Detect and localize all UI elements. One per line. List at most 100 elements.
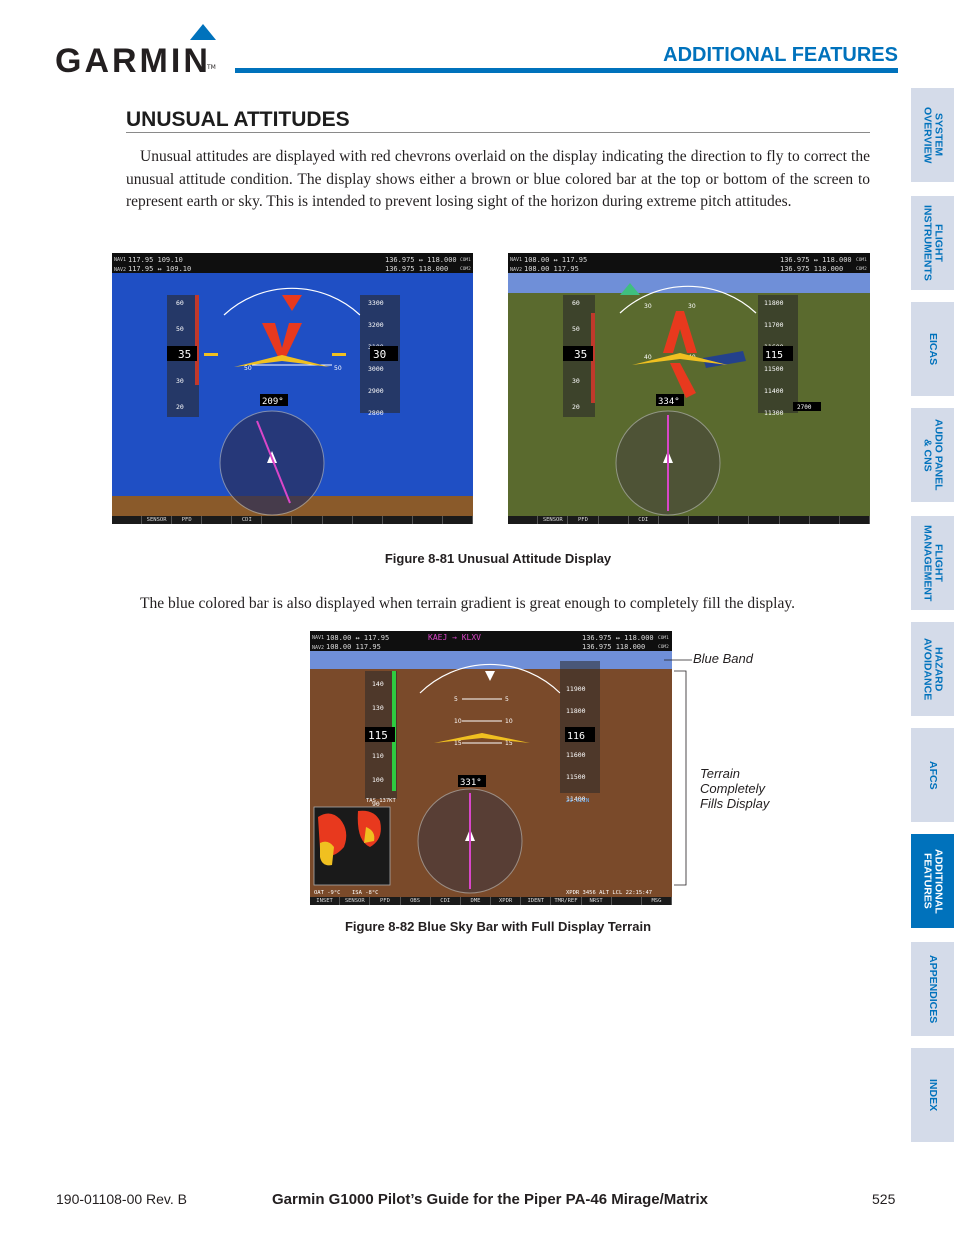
softkey[interactable]: IDENT xyxy=(521,897,552,905)
softkey[interactable]: SENSOR xyxy=(142,516,173,524)
softkey[interactable] xyxy=(202,516,233,524)
softkey[interactable]: SENSOR xyxy=(340,897,371,905)
pitch-label: 5 xyxy=(505,696,509,703)
com1-label: COM1 xyxy=(856,257,867,263)
softkey[interactable]: INSET xyxy=(310,897,341,905)
side-tab-label: INDEX xyxy=(927,1078,939,1112)
tape-tick-label: 130 xyxy=(372,704,384,712)
softkey[interactable] xyxy=(323,516,353,524)
side-tab-eicas[interactable]: EICAS xyxy=(911,302,954,396)
side-tab-afcs[interactable]: AFCS xyxy=(911,728,954,822)
softkey[interactable]: DME xyxy=(461,897,492,905)
tape-tick-label: 20 xyxy=(176,403,184,411)
softkey[interactable]: PFD xyxy=(172,516,203,524)
garmin-logo: GARMIN TM xyxy=(55,24,225,80)
sky-band xyxy=(508,273,870,293)
aircraft-symbol-icon xyxy=(234,355,330,367)
side-tab-index[interactable]: INDEX xyxy=(911,1048,954,1142)
softkey[interactable] xyxy=(659,516,690,524)
softkey[interactable]: OBS xyxy=(401,897,431,905)
softkey[interactable] xyxy=(599,516,629,524)
roll-arc xyxy=(419,663,561,694)
nav1-label: NAV1 xyxy=(510,257,522,263)
page-number: 525 xyxy=(872,1191,896,1207)
terrain-bracket xyxy=(674,670,687,886)
altitude-value: 30 xyxy=(373,348,386,361)
side-tab-appendices[interactable]: APPENDICES xyxy=(911,942,954,1036)
softkey[interactable] xyxy=(262,516,293,524)
xpdr-readout: XPDR 3456 ALT LCL 22:15:47 xyxy=(566,890,652,896)
com1-label: COM1 xyxy=(658,635,669,641)
roll-pointer-icon xyxy=(282,295,302,311)
side-tab-flight-instruments[interactable]: FLIGHT INSTRUMENTS xyxy=(911,196,954,290)
logo-triangle-icon xyxy=(190,24,216,40)
softkey[interactable]: MSG xyxy=(642,897,672,905)
tape-tick-label: 3200 xyxy=(368,321,384,329)
side-tab-additional-features[interactable]: ADDITIONAL FEATURES xyxy=(911,834,954,928)
blue-sky-band xyxy=(310,651,672,669)
softkey[interactable] xyxy=(112,516,143,524)
side-tab-label: FLIGHT MANAGEMENT xyxy=(921,524,945,602)
side-tab-audio-panel-cns[interactable]: AUDIO PANEL & CNS xyxy=(911,408,954,502)
altitude-value: 115 xyxy=(765,350,783,361)
softkey[interactable]: TMR/REF xyxy=(551,897,582,905)
tape-tick-label: 11800 xyxy=(566,707,586,715)
tape-tick-label: 11700 xyxy=(764,321,784,329)
softkey[interactable] xyxy=(749,516,780,524)
softkey[interactable] xyxy=(413,516,443,524)
roll-arc xyxy=(619,285,757,314)
side-tab-hazard-avoidance[interactable]: HAZARD AVOIDANCE xyxy=(911,622,954,716)
roll-pointer-icon xyxy=(485,671,495,681)
softkey[interactable] xyxy=(612,897,642,905)
softkey[interactable]: PFD xyxy=(370,897,401,905)
softkey[interactable]: CDI xyxy=(232,516,263,524)
softkey[interactable]: PFD xyxy=(568,516,599,524)
softkey[interactable]: NRST xyxy=(582,897,612,905)
nav2-freqs: 117.95 ↔ 109.10 xyxy=(128,265,191,273)
com2-freqs: 136.975 118.000 xyxy=(582,643,645,651)
softkey[interactable] xyxy=(689,516,720,524)
side-tab-system-overview[interactable]: SYSTEM OVERVIEW xyxy=(911,88,954,182)
softkey[interactable]: CDI xyxy=(431,897,461,905)
tape-tick-label: 11500 xyxy=(566,773,586,781)
softkey[interactable]: SENSOR xyxy=(538,516,569,524)
airspeed-redline xyxy=(195,295,199,385)
figure-81-right-pfd: NAV1 108.00 ↔ 117.95 NAV2 108.00 117.95 … xyxy=(508,253,870,524)
com1-label: COM1 xyxy=(460,257,471,263)
softkey[interactable] xyxy=(353,516,383,524)
terrain-yellow-area xyxy=(320,841,334,866)
side-tab-label: ADDITIONAL FEATURES xyxy=(921,848,945,914)
softkey[interactable] xyxy=(840,516,870,524)
nav1-freqs: 117.95 109.10 xyxy=(128,256,183,264)
softkey[interactable]: XPDR xyxy=(491,897,522,905)
softkey[interactable] xyxy=(383,516,413,524)
flight-path-band xyxy=(703,351,746,368)
side-tab-flight-management[interactable]: FLIGHT MANAGEMENT xyxy=(911,516,954,610)
heading-value: 334° xyxy=(658,397,680,407)
softkey[interactable] xyxy=(508,516,539,524)
tas-readout: TAS 137KT xyxy=(366,798,396,804)
left-wing-marker xyxy=(204,353,218,356)
com2-freqs: 136.975 118.000 xyxy=(780,265,843,273)
softkey[interactable] xyxy=(292,516,323,524)
softkey[interactable] xyxy=(780,516,810,524)
softkey[interactable] xyxy=(443,516,473,524)
pitch-label: 15 xyxy=(505,740,513,747)
com2-freqs: 136.975 118.000 xyxy=(385,265,448,273)
nav1-freqs: 108.00 ↔ 117.95 xyxy=(524,256,587,264)
paragraph-unusual-attitudes: Unusual attitudes are displayed with red… xyxy=(126,148,870,210)
terrain-yellow-area xyxy=(364,827,375,843)
tape-tick-label: 11400 xyxy=(566,795,586,803)
side-tab-label: EICAS xyxy=(927,332,939,366)
com2-label: COM2 xyxy=(460,266,471,272)
softkey[interactable] xyxy=(810,516,840,524)
figure-81-caption: Figure 8-81 Unusual Attitude Display xyxy=(384,551,612,566)
top-bar xyxy=(310,631,672,651)
heading-value: 209° xyxy=(262,397,284,407)
annotation-lines xyxy=(664,659,692,886)
softkey[interactable]: CDI xyxy=(629,516,659,524)
right-wing-marker xyxy=(332,353,346,356)
softkey[interactable] xyxy=(719,516,750,524)
airspeed-value: 35 xyxy=(574,348,587,361)
